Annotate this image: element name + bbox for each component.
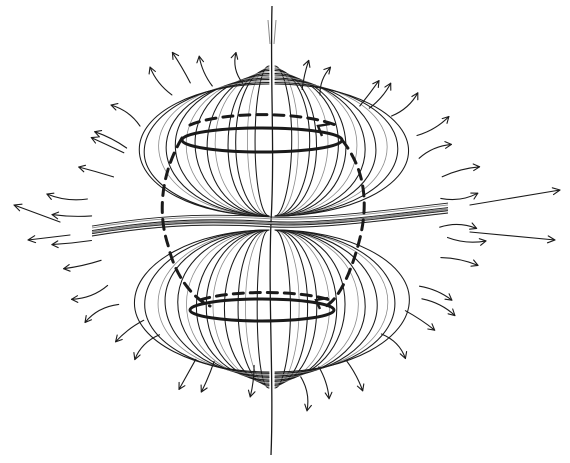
- upper-current-ring: [182, 128, 342, 152]
- outflow-arrow: [319, 367, 332, 399]
- outflow-arrow: [85, 304, 119, 322]
- field-loop: [275, 230, 308, 385]
- field-loop: [257, 230, 269, 388]
- arrow-shaft: [85, 304, 119, 322]
- arrow-shaft: [420, 286, 452, 300]
- field-loop: [275, 230, 329, 383]
- arrow-shaft: [441, 258, 478, 266]
- arrow-shaft: [179, 359, 196, 389]
- arrow-shaft: [441, 193, 478, 199]
- arrow-shaft: [319, 367, 329, 399]
- arrowhead: [172, 52, 178, 59]
- arrow-shaft: [95, 132, 127, 148]
- arrow-shaft: [14, 205, 60, 222]
- arrow-shaft: [172, 52, 190, 83]
- arrow-shaft: [150, 67, 172, 95]
- outflow-arrow: [116, 320, 144, 342]
- field-loop: [275, 66, 292, 216]
- field-loop: [255, 66, 269, 216]
- lobe-lower-left: [134, 230, 269, 388]
- arrow-shaft: [470, 190, 560, 205]
- lobe-lower-right: [275, 230, 409, 388]
- outflow-arrow: [301, 377, 312, 411]
- outflow-arrow: [111, 104, 140, 127]
- arrow-shaft: [440, 224, 477, 228]
- outflow-arrow: [79, 165, 114, 177]
- outflow-arrow: [381, 334, 406, 359]
- arrowhead: [412, 93, 418, 100]
- field-loop: [238, 230, 269, 385]
- arrow-shaft: [250, 365, 254, 397]
- outflow-arrow: [442, 164, 479, 177]
- field-loop: [228, 71, 269, 217]
- arrow-shaft: [369, 83, 390, 108]
- equator-arrow: [470, 188, 560, 205]
- arrow-shaft: [346, 360, 362, 390]
- outflow-arrow: [417, 117, 449, 136]
- outflow-arrow: [201, 361, 214, 392]
- outflow-arrow: [346, 360, 364, 390]
- outflow-arrow: [448, 238, 487, 246]
- outflow-arrow: [392, 93, 418, 116]
- outflow-arrow: [95, 131, 127, 148]
- arrow-shaft: [199, 56, 212, 86]
- field-loop: [275, 230, 317, 384]
- outflow-arrow: [52, 212, 92, 219]
- outflow-arrow: [440, 223, 477, 229]
- outflow-arrow: [149, 67, 172, 95]
- arrow-shaft: [392, 93, 418, 116]
- outflow-arrow: [64, 260, 102, 271]
- outflow-arrow: [72, 285, 108, 302]
- field-loop: [275, 83, 398, 217]
- arrow-shaft: [235, 53, 243, 84]
- outflow-arrow: [91, 137, 124, 153]
- arrow-shaft: [301, 377, 308, 411]
- arrow-shaft: [91, 138, 124, 153]
- arrow-shaft: [201, 361, 214, 392]
- outflow-arrow: [47, 193, 88, 200]
- arrow-shaft: [52, 215, 92, 217]
- arrow-shaft: [116, 320, 144, 342]
- field-loop: [275, 71, 317, 217]
- outflow-arrow: [231, 53, 242, 84]
- central-axis-line: [270, 6, 272, 455]
- outflow-arrow: [179, 359, 196, 389]
- lobe-upper-left: [139, 66, 269, 216]
- arrow-shaft: [419, 144, 451, 158]
- equator-arrow: [28, 235, 70, 243]
- outflow-arrow: [420, 286, 452, 300]
- arrow-shaft: [111, 105, 140, 126]
- field-loop: [247, 68, 269, 217]
- field-loop: [275, 74, 338, 217]
- outflow-arrow: [197, 56, 212, 86]
- outflow-arrow: [405, 311, 434, 331]
- outflow-arrow: [52, 241, 92, 248]
- arrow-shaft: [448, 238, 487, 243]
- outflow-arrow: [419, 142, 451, 159]
- equator-arrow: [14, 204, 60, 222]
- outflow-arrow: [441, 193, 478, 200]
- field-loop: [275, 230, 299, 387]
- outflow-arrow: [441, 258, 478, 267]
- arrow-shaft: [470, 232, 555, 240]
- equatorial-disc-layer: [92, 203, 448, 236]
- arrow-shaft: [442, 167, 479, 177]
- arrow-shaft: [417, 117, 449, 136]
- outflow-arrow: [172, 52, 190, 83]
- lower-current-ring: [190, 299, 334, 321]
- arrow-shaft: [422, 299, 455, 316]
- outflow-arrow: [134, 335, 160, 360]
- arrow-shaft: [72, 285, 108, 299]
- arrow-shaft: [47, 194, 88, 200]
- outflow-arrow: [422, 299, 455, 316]
- field-loop: [275, 230, 290, 388]
- outflow-arrow: [369, 83, 391, 108]
- arrow-shaft: [405, 311, 434, 331]
